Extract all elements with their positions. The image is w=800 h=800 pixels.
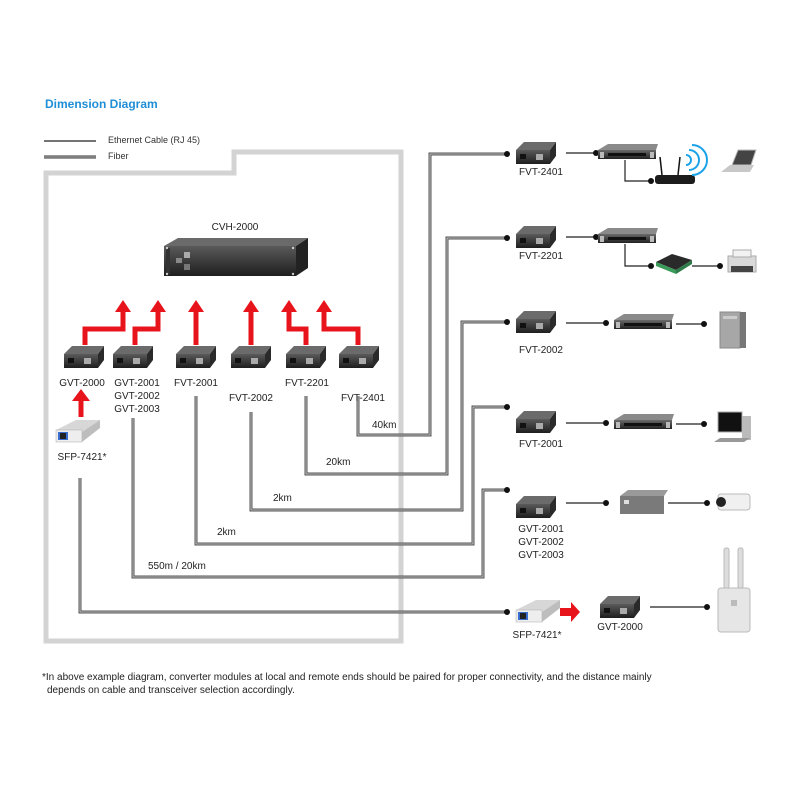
switch-icon — [598, 228, 658, 243]
footnote-marker: * — [42, 672, 46, 683]
fiber-endpoint-dot — [504, 151, 510, 157]
distance-gvt200x: 550m / 20km — [148, 561, 206, 572]
distance-fvt2201: 20km — [326, 457, 351, 468]
remote-sfp-7421-label: SFP-7421* — [512, 630, 562, 641]
fiber-run-fvt2401 — [356, 152, 507, 437]
fvt-2001-module — [176, 346, 216, 368]
fvt-2001-label: FVT-2001 — [174, 378, 218, 389]
distance-fvt2001: 2km — [217, 527, 236, 538]
access-point-icon — [717, 547, 751, 633]
fiber-run-fvt2002 — [249, 320, 507, 512]
desktop-pc-icon — [714, 411, 751, 442]
gvt-200x-module — [113, 346, 153, 368]
remote-gvt-200x — [516, 496, 556, 518]
sfp-to-gvt2000-arrow — [560, 602, 580, 622]
gvt-2003-label: GVT-2003 — [114, 404, 160, 415]
laptop-icon — [721, 149, 757, 172]
remote-fvt-2002-label: FVT-2002 — [519, 345, 563, 356]
fiber-endpoint-dot — [504, 404, 510, 410]
poe-switch-icon — [620, 490, 668, 514]
fvt-2002-module — [231, 346, 271, 368]
remote-gvt-2002-label: GVT-2002 — [518, 537, 564, 548]
distance-fvt2002: 2km — [273, 493, 292, 504]
insert-arrow-gvt2000 — [82, 312, 126, 345]
fiber-run-fvt2201 — [304, 236, 507, 476]
gvt-2002-label: GVT-2002 — [114, 391, 160, 402]
legend-fiber-label: Fiber — [108, 151, 129, 161]
remote-fvt-2001-label: FVT-2001 — [519, 439, 563, 450]
diagram-title: Dimension Diagram — [45, 97, 158, 111]
switch-icon — [598, 144, 658, 159]
fvt-2401-label: FVT-2401 — [341, 393, 385, 404]
wifi-signal-icon — [685, 144, 708, 176]
remote-fvt-2001 — [516, 411, 556, 433]
remote-gvt-2000 — [600, 596, 640, 618]
remote-gvt-200x-labels: GVT-2001 GVT-2002 GVT-2003 — [518, 523, 564, 562]
legend-ethernet-label: Ethernet Cable (RJ 45) — [108, 135, 201, 145]
remote-gvt-2001-label: GVT-2001 — [518, 524, 564, 535]
footnote-line1: In above example diagram, converter modu… — [45, 672, 652, 683]
printer-icon — [727, 249, 757, 273]
sfp-7421-local-label: SFP-7421* — [57, 452, 107, 463]
fiber-endpoint-dot — [504, 487, 510, 493]
remote-gvt-2003-label: GVT-2003 — [518, 550, 564, 561]
fiber-endpoint-dot — [504, 609, 510, 615]
gvt-2001-label: GVT-2001 — [114, 378, 160, 389]
sfp-7421-remote — [515, 599, 561, 623]
print-server-icon — [656, 254, 692, 274]
fiber-endpoint-dot — [504, 235, 510, 241]
remote-fvt-2401-label: FVT-2401 — [519, 167, 563, 178]
fiber-run-fvt2001 — [194, 396, 507, 546]
ip-camera-icon — [716, 493, 751, 511]
insert-arrow-gvt200x — [132, 312, 161, 345]
cvh-2000-chassis — [164, 238, 308, 276]
gvt-200x-labels: GVT-2001 GVT-2002 GVT-2003 — [114, 377, 160, 416]
fvt-2201-module — [286, 346, 326, 368]
fiber-run-gvt200x — [131, 418, 507, 579]
switch-icon — [614, 314, 674, 329]
remote-fvt-2201 — [516, 226, 556, 248]
chassis-label: CVH-2000 — [211, 222, 259, 233]
wireless-router-icon — [655, 156, 695, 184]
fiber-run-sfp7421 — [78, 478, 507, 614]
footnote-line2: depends on cable and transceiver selecti… — [47, 685, 295, 696]
desktop-tower-icon — [719, 311, 746, 349]
remote-gvt-2000-label: GVT-2000 — [597, 622, 643, 633]
gvt-2000-label: GVT-2000 — [59, 378, 105, 389]
distance-fvt2401: 40km — [372, 420, 397, 431]
gvt-2000-module — [64, 346, 104, 368]
local-site-boundary — [43, 149, 404, 644]
fvt-2002-label: FVT-2002 — [229, 393, 273, 404]
remote-fvt-2002 — [516, 311, 556, 333]
remote-fvt-2201-label: FVT-2201 — [519, 251, 563, 262]
fvt-2401-module — [339, 346, 379, 368]
footnote: *In above example diagram, converter mod… — [42, 671, 762, 697]
sfp-7421-local — [55, 419, 101, 443]
insert-arrow-fvt2201 — [286, 312, 309, 345]
fvt-2201-label: FVT-2201 — [285, 378, 329, 389]
insert-arrow-fvt2401 — [321, 312, 361, 345]
remote-fvt-2401 — [516, 142, 556, 164]
switch-icon — [614, 414, 674, 429]
fiber-endpoint-dot — [504, 319, 510, 325]
